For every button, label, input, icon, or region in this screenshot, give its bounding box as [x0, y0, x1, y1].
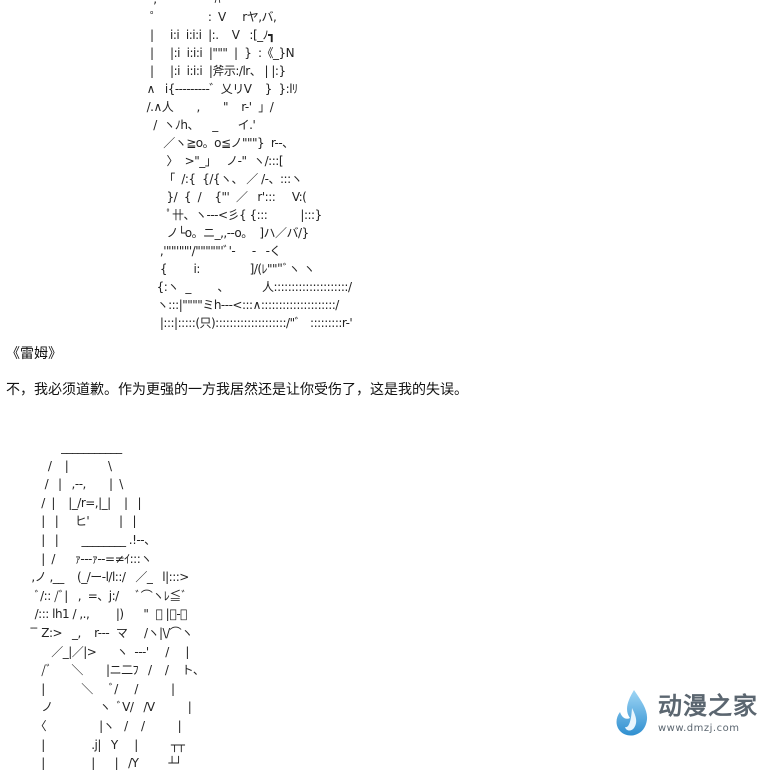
ascii-art-top: , ﾟ ﾊ ' ゜ : V rヤ,バ, | i:i i:i:i |:. V :[… — [146, 0, 353, 330]
watermark-site-url: www.dmzj.com — [658, 723, 740, 734]
site-watermark: 动漫之家 www.dmzj.com — [612, 686, 770, 742]
ascii-art-bottom: ___________ / | \ / | ,--, | \ / | |_/r=… — [31, 440, 205, 771]
watermark-site-name: 动漫之家 — [658, 692, 758, 720]
flame-logo-icon — [616, 690, 648, 736]
dialogue-line: 不，我必须道歉。作为更强的一方我居然还是让你受伤了，这是我的失误。 — [6, 382, 468, 398]
speaker-name: 《雷姆》 — [6, 346, 62, 362]
